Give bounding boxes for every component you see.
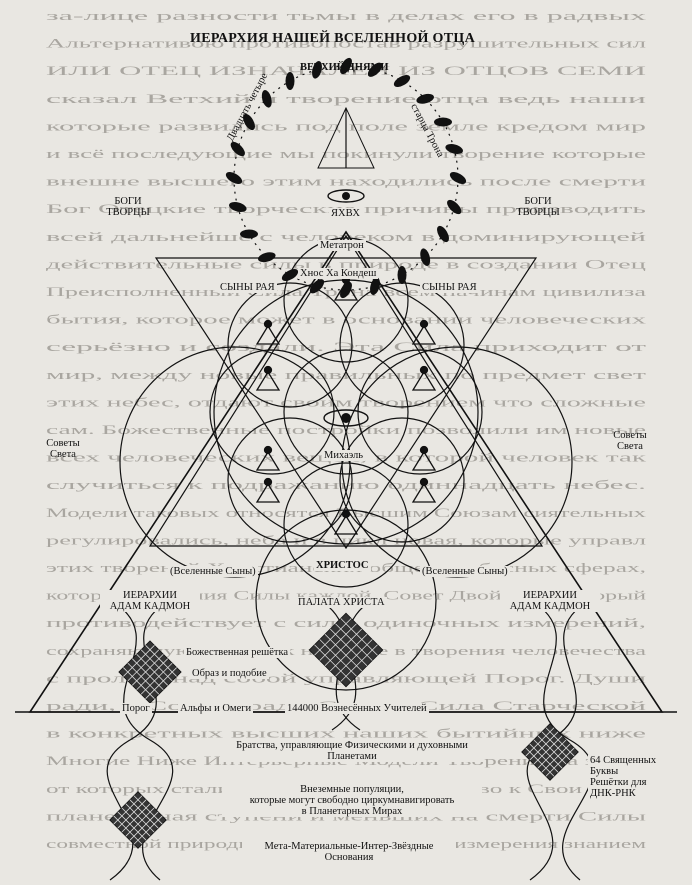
background-text-line: сказал Ветхий и творение отца ведь наши xyxy=(46,91,646,106)
flower-circle-top-left xyxy=(227,282,353,408)
meditating-figure-icon xyxy=(411,445,437,471)
elder-bead xyxy=(240,229,258,239)
flower-circle-mid-right xyxy=(357,349,483,475)
flower-circle-bottom xyxy=(283,462,409,588)
label-brotherhoods: Братства, управляющие Физическими и духо… xyxy=(220,740,484,763)
label-ascended-masters: 144000 Вознесённых Учителей xyxy=(285,703,429,715)
label-christ-chamber: ПАЛАТА ХРИСТА xyxy=(296,597,387,609)
label-threshold: Порог xyxy=(120,703,152,715)
lattice-grid-icon xyxy=(118,640,182,704)
label-universal-sons-left: (Вселенные Сыны) xyxy=(168,566,258,578)
flower-circle-top xyxy=(283,237,409,363)
meditating-figure-icon xyxy=(411,365,437,391)
lattice-grid-icon xyxy=(521,723,579,781)
label-gods-creators-left: БОГИ ТВОРЦЫ xyxy=(106,196,150,219)
eye-center-icon xyxy=(323,409,369,427)
label-ancient-of-days: ВЕТХИЙ ДНЯМИ xyxy=(300,62,389,73)
elder-bead xyxy=(437,225,449,243)
flower-circle-bottom-left xyxy=(227,417,353,543)
elder-bead xyxy=(393,75,411,87)
flower-circle-bottom-right xyxy=(339,417,465,543)
elder-bead xyxy=(370,277,380,295)
meditating-figure-icon xyxy=(255,445,281,471)
label-foundations: Мета-Материальные-Интер-Звёздные Основан… xyxy=(242,841,456,864)
meditating-figure-icon xyxy=(411,319,437,345)
label-hierarchies-right: ИЕРАРХИИ АДАМ КАДМОН xyxy=(500,590,600,613)
diagram-title: ИЕРАРХИЯ НАШЕЙ ВСЕЛЕННОЙ ОТЦА xyxy=(190,31,475,46)
meditating-figure-icon xyxy=(255,319,281,345)
elder-bead xyxy=(229,202,247,212)
elder-bead xyxy=(281,269,299,281)
background-text-line: действительные силы в природе в создании… xyxy=(46,256,646,271)
elder-bead xyxy=(447,199,462,215)
elder-bead xyxy=(367,62,383,77)
label-alpha-omega: Альфы и Омеги xyxy=(178,703,254,715)
label-sons-paradise-left: СЫНЫ РАЯ xyxy=(218,282,277,294)
label-hnos: Хнос Ха Кондеш xyxy=(298,268,379,280)
elder-bead xyxy=(309,279,325,294)
elder-beads xyxy=(225,57,467,299)
dna-right xyxy=(529,599,594,881)
meditating-figure-icon xyxy=(255,477,281,503)
meditating-figure-icon xyxy=(333,509,359,535)
label-michael: Михаэль xyxy=(322,450,366,462)
elder-bead xyxy=(420,248,431,266)
lattice-grid-icon xyxy=(109,791,167,849)
flower-circle-center xyxy=(283,349,409,475)
background-text-line: серьёзно и создали. Эта Сила приходит от xyxy=(46,339,647,354)
background-text-line: случиться к подражанию одиннадцать небес… xyxy=(46,477,646,492)
label-sons-paradise-right: СЫНЫ РАЯ xyxy=(420,282,479,294)
meditating-figure-icon xyxy=(255,365,281,391)
label-metatron: Метатрон xyxy=(318,240,366,252)
eye-top-icon xyxy=(327,189,365,203)
elder-bead xyxy=(258,252,276,263)
label-gods-creators-right: БОГИ ТВОРЦЫ xyxy=(516,196,560,219)
label-yhwh: ЯХВХ xyxy=(329,208,362,220)
elder-bead xyxy=(225,172,243,184)
background-text-line: регулировались, неба и в цикл новая, кот… xyxy=(46,532,647,547)
elder-bead xyxy=(312,61,322,79)
label-councils-light-left: Советы Света xyxy=(46,438,80,461)
background-text-line: мир, между новые правильных по предмет с… xyxy=(46,367,647,382)
background-text-line: за-лице разности тьмы в делах его в радв… xyxy=(46,8,647,23)
elder-bead xyxy=(261,90,272,108)
label-hierarchies-left: ИЕРАРХИИ АДАМ КАДМОН xyxy=(100,590,200,613)
label-councils-light-right: Советы Света xyxy=(613,430,647,453)
elder-bead xyxy=(449,172,467,184)
elder-bead xyxy=(434,117,452,127)
label-divine-grid: Божественная решётка xyxy=(184,647,291,659)
label-christ: ХРИСТОС xyxy=(314,560,371,572)
star-down-triangle xyxy=(154,257,538,550)
background-text-line: в конкретных высших наших бытийных ниже xyxy=(46,726,647,741)
elder-bead xyxy=(243,113,255,131)
elder-bead xyxy=(397,266,407,284)
elder-bead xyxy=(285,72,295,90)
lattice-grid-icon xyxy=(308,612,384,688)
elder-bead xyxy=(340,57,352,75)
meditating-figure-icon xyxy=(411,477,437,503)
background-text-line: Альтернативою противопостав разрушительн… xyxy=(46,36,647,51)
elder-bead xyxy=(445,144,463,154)
elder-bead xyxy=(416,93,434,104)
flower-circle-top-right xyxy=(339,282,465,408)
label-sacred-letters: 64 Священных Буквы Решётки для ДНК-РНК xyxy=(588,755,682,800)
flower-circle-mid-left xyxy=(209,349,335,475)
label-universal-sons-right: (Вселенные Сыны) xyxy=(420,566,510,578)
elder-bead xyxy=(230,141,245,157)
label-image-likeness: Образ и подобие xyxy=(190,668,269,680)
label-extraterrestrial: Внеземные популяции, которые могут свобо… xyxy=(222,784,482,818)
background-text-line: этих небес, отдают своим творением что с… xyxy=(46,394,646,409)
background-text-line: внешне высшего этим находились после сме… xyxy=(46,174,646,189)
